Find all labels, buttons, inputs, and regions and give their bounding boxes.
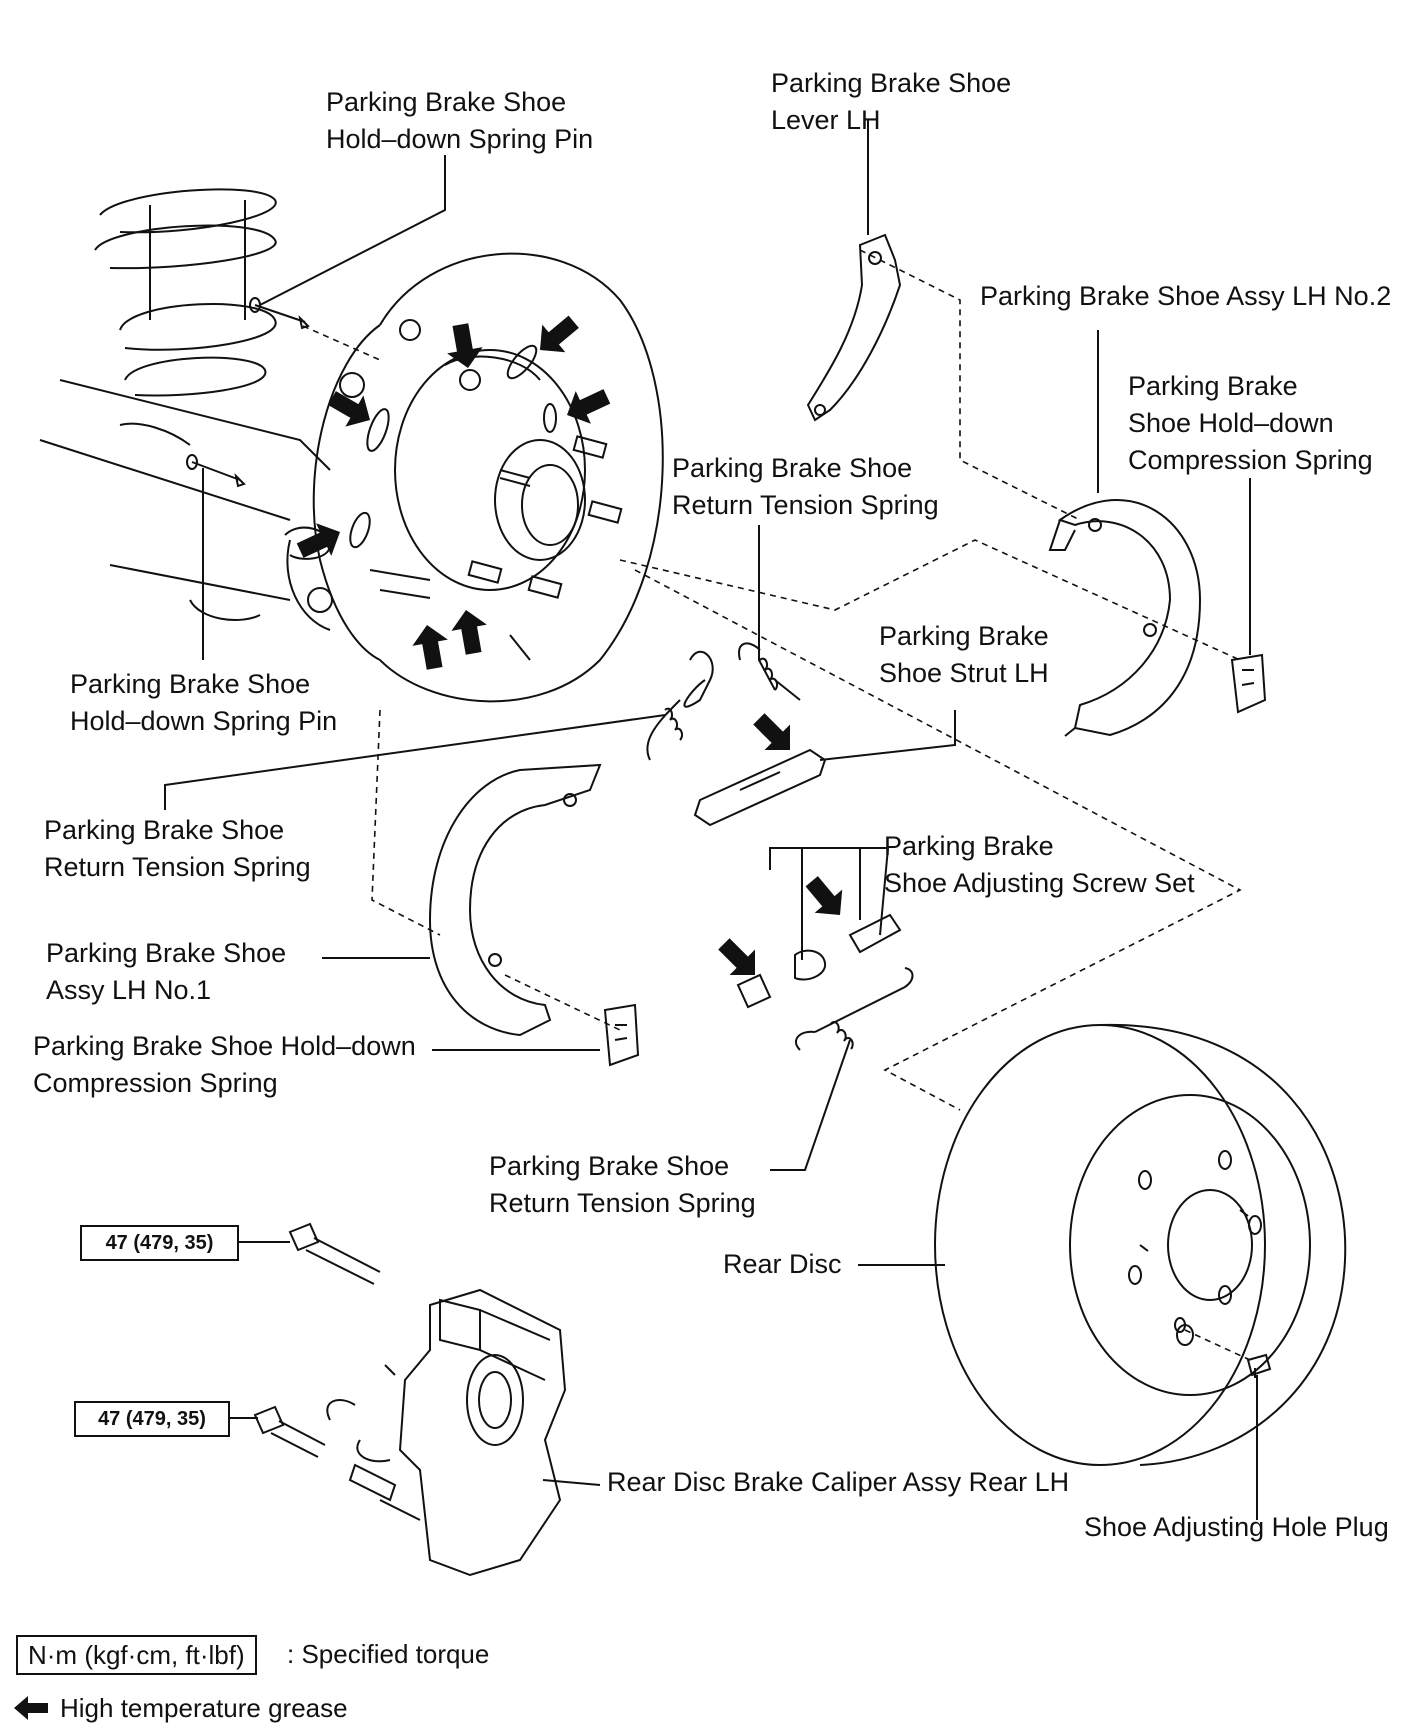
strut-shape: [693, 748, 827, 827]
shoe-no2-shape: [1057, 499, 1202, 737]
clip-right-shape: [1230, 653, 1267, 714]
spring-pin-shapes: [186, 297, 332, 560]
label-shoe-assy-lh-no2: Parking Brake Shoe Assy LH No.2: [980, 281, 1392, 311]
torque-box-lower-bolt: 47 (479, 35): [74, 1401, 230, 1437]
rear-disc-shape: [934, 1023, 1347, 1466]
return-spring-bottom-shape: [795, 967, 914, 1051]
legend-specified-torque: : Specified torque: [287, 1639, 490, 1669]
label-shoe-adjusting-hole-plug: Shoe Adjusting Hole Plug: [1084, 1512, 1389, 1542]
label-rear-disc: Rear Disc: [723, 1249, 842, 1279]
hole-plug-shape: [1246, 1353, 1272, 1378]
caliper-shape: [326, 1288, 567, 1577]
shoe-no1-shape: [428, 763, 602, 1037]
adjusting-screw-shape: [736, 913, 902, 1009]
return-spring-top-shape: [646, 650, 714, 761]
lever-shape: [806, 233, 902, 422]
coil-spring-shape: [39, 188, 331, 621]
left-arrow-icon: [14, 1696, 48, 1720]
grease-arrow-shapes: [292, 307, 854, 988]
legend-high-temperature-grease: High temperature grease: [60, 1693, 348, 1723]
clip-left-shape: [603, 1003, 640, 1067]
torque-box-upper-bolt: 47 (479, 35): [80, 1225, 239, 1261]
legend-torque-unit-box: N·m (kgf·cm, ft·lbf): [16, 1635, 257, 1675]
label-rear-disc-brake-caliper: Rear Disc Brake Caliper Assy Rear LH: [607, 1467, 1070, 1497]
bolt-shapes: [253, 1222, 381, 1458]
